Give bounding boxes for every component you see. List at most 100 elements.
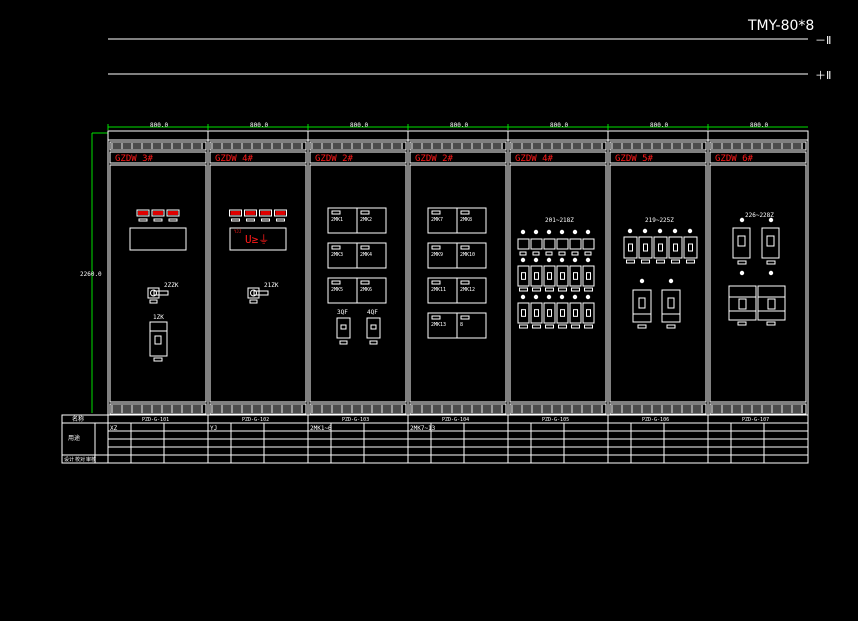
indicator-lamp-icon <box>642 228 648 234</box>
feeder-range-label: 201~218Z <box>545 217 574 224</box>
fuse-holder <box>582 238 595 250</box>
indicator-lamp-icon <box>559 257 565 263</box>
indicator-lamp-icon <box>546 229 552 235</box>
breaker-label-plate <box>519 287 528 292</box>
panel-frame <box>607 130 709 416</box>
small-breaker <box>366 317 381 339</box>
module-label: 2MK10 <box>460 252 475 258</box>
rectifier-module <box>356 207 387 234</box>
breaker-handle <box>534 309 539 317</box>
feeder-breaker <box>632 289 652 323</box>
vent-grille <box>409 141 507 151</box>
indicator-lamp-icon <box>520 229 526 235</box>
panel-title: GZDW 2# <box>315 154 354 164</box>
meter-face <box>138 211 148 215</box>
vent-grille <box>309 141 407 151</box>
switch-label: 2ZZK <box>164 282 179 289</box>
breaker <box>582 265 595 287</box>
meter-label-plate <box>276 218 285 222</box>
switch-plate <box>149 299 158 304</box>
module-label: 2MK6 <box>360 287 372 293</box>
breaker <box>517 302 530 324</box>
breaker-label-plate <box>153 357 163 362</box>
rectifier-module <box>456 312 487 339</box>
breaker-handle <box>737 235 746 247</box>
meter-face <box>245 211 256 215</box>
busbar-positive-label: ＋Ⅱ <box>815 69 831 82</box>
legend-table: 名称 用途 设计 校对 审核 <box>61 414 109 464</box>
breaker-label-plate <box>532 324 541 329</box>
main-breaker <box>149 321 168 357</box>
vent-bottom <box>309 403 407 415</box>
rotary-switch <box>247 287 260 299</box>
meter <box>259 209 272 217</box>
vent-top <box>109 141 207 151</box>
panel-row-label: 2MK1~6 <box>310 425 332 432</box>
meter <box>151 209 165 217</box>
module-indicator <box>331 245 341 250</box>
breaker <box>653 236 668 259</box>
vent-top <box>309 141 407 151</box>
indicator-lamp-icon <box>739 270 745 276</box>
feeder-range-label: 226~228Z <box>745 212 774 219</box>
breaker-label-plate <box>737 321 747 326</box>
drawing-title: TMY-80*8 <box>747 18 814 34</box>
module-indicator <box>360 280 370 285</box>
breaker-label-plate <box>671 259 680 264</box>
panel-frame <box>207 130 309 416</box>
feeder-range-label: 219~225Z <box>645 217 674 224</box>
meter-label-plate <box>153 218 163 222</box>
vent-top <box>709 141 807 151</box>
module-indicator <box>460 245 470 250</box>
panel-door <box>109 164 207 403</box>
module-label: 2MK9 <box>431 252 443 258</box>
indicator-lamp-icon <box>639 278 645 284</box>
fuse-plate <box>571 251 579 256</box>
indicator-lamp-icon <box>585 229 591 235</box>
feeder-breaker <box>732 227 751 259</box>
display-tag: YJJ <box>234 229 241 234</box>
breaker-handle <box>586 272 591 280</box>
module-label: 2MK11 <box>431 287 446 293</box>
breaker-label: 1ZK <box>153 314 164 321</box>
vent-grille <box>309 403 407 415</box>
panel-row-label: XZ <box>110 425 118 432</box>
breaker <box>582 302 595 324</box>
panel-door <box>509 164 607 403</box>
meter-face <box>168 211 178 215</box>
module-label: 2MK12 <box>460 287 475 293</box>
meter-face <box>153 211 163 215</box>
small-breaker <box>336 317 351 339</box>
panel-door <box>309 164 407 403</box>
rotary-switch-knob <box>150 289 157 297</box>
panel-door <box>209 164 307 403</box>
panel-width-dimension: 800.0 <box>650 122 668 129</box>
module-indicator <box>460 315 470 320</box>
legend-designer: 设计 <box>64 456 74 463</box>
title-strip <box>209 151 307 164</box>
module-indicator <box>331 210 341 215</box>
voltage-monitor-display: U≥⏚ <box>245 233 269 246</box>
small-breaker-handle <box>370 324 377 330</box>
panel-code: PZD-G-105 <box>542 417 569 423</box>
breaker <box>517 265 530 287</box>
meter <box>136 209 150 217</box>
vent-bottom <box>509 403 607 415</box>
legend-checker: 校对 <box>75 456 85 463</box>
meter-face <box>275 211 286 215</box>
vent-grille <box>109 141 207 151</box>
panel-info-table: PZD-G-105 <box>507 414 609 464</box>
rectifier-module <box>456 207 487 234</box>
meter <box>229 209 242 217</box>
breaker-label-plate <box>369 340 378 345</box>
module-indicator <box>360 210 370 215</box>
meter-label-plate <box>246 218 255 222</box>
legend-header: 名称 <box>72 415 84 423</box>
breaker-label-plate <box>558 324 567 329</box>
vent-bottom <box>409 403 507 415</box>
title-strip <box>509 151 607 164</box>
